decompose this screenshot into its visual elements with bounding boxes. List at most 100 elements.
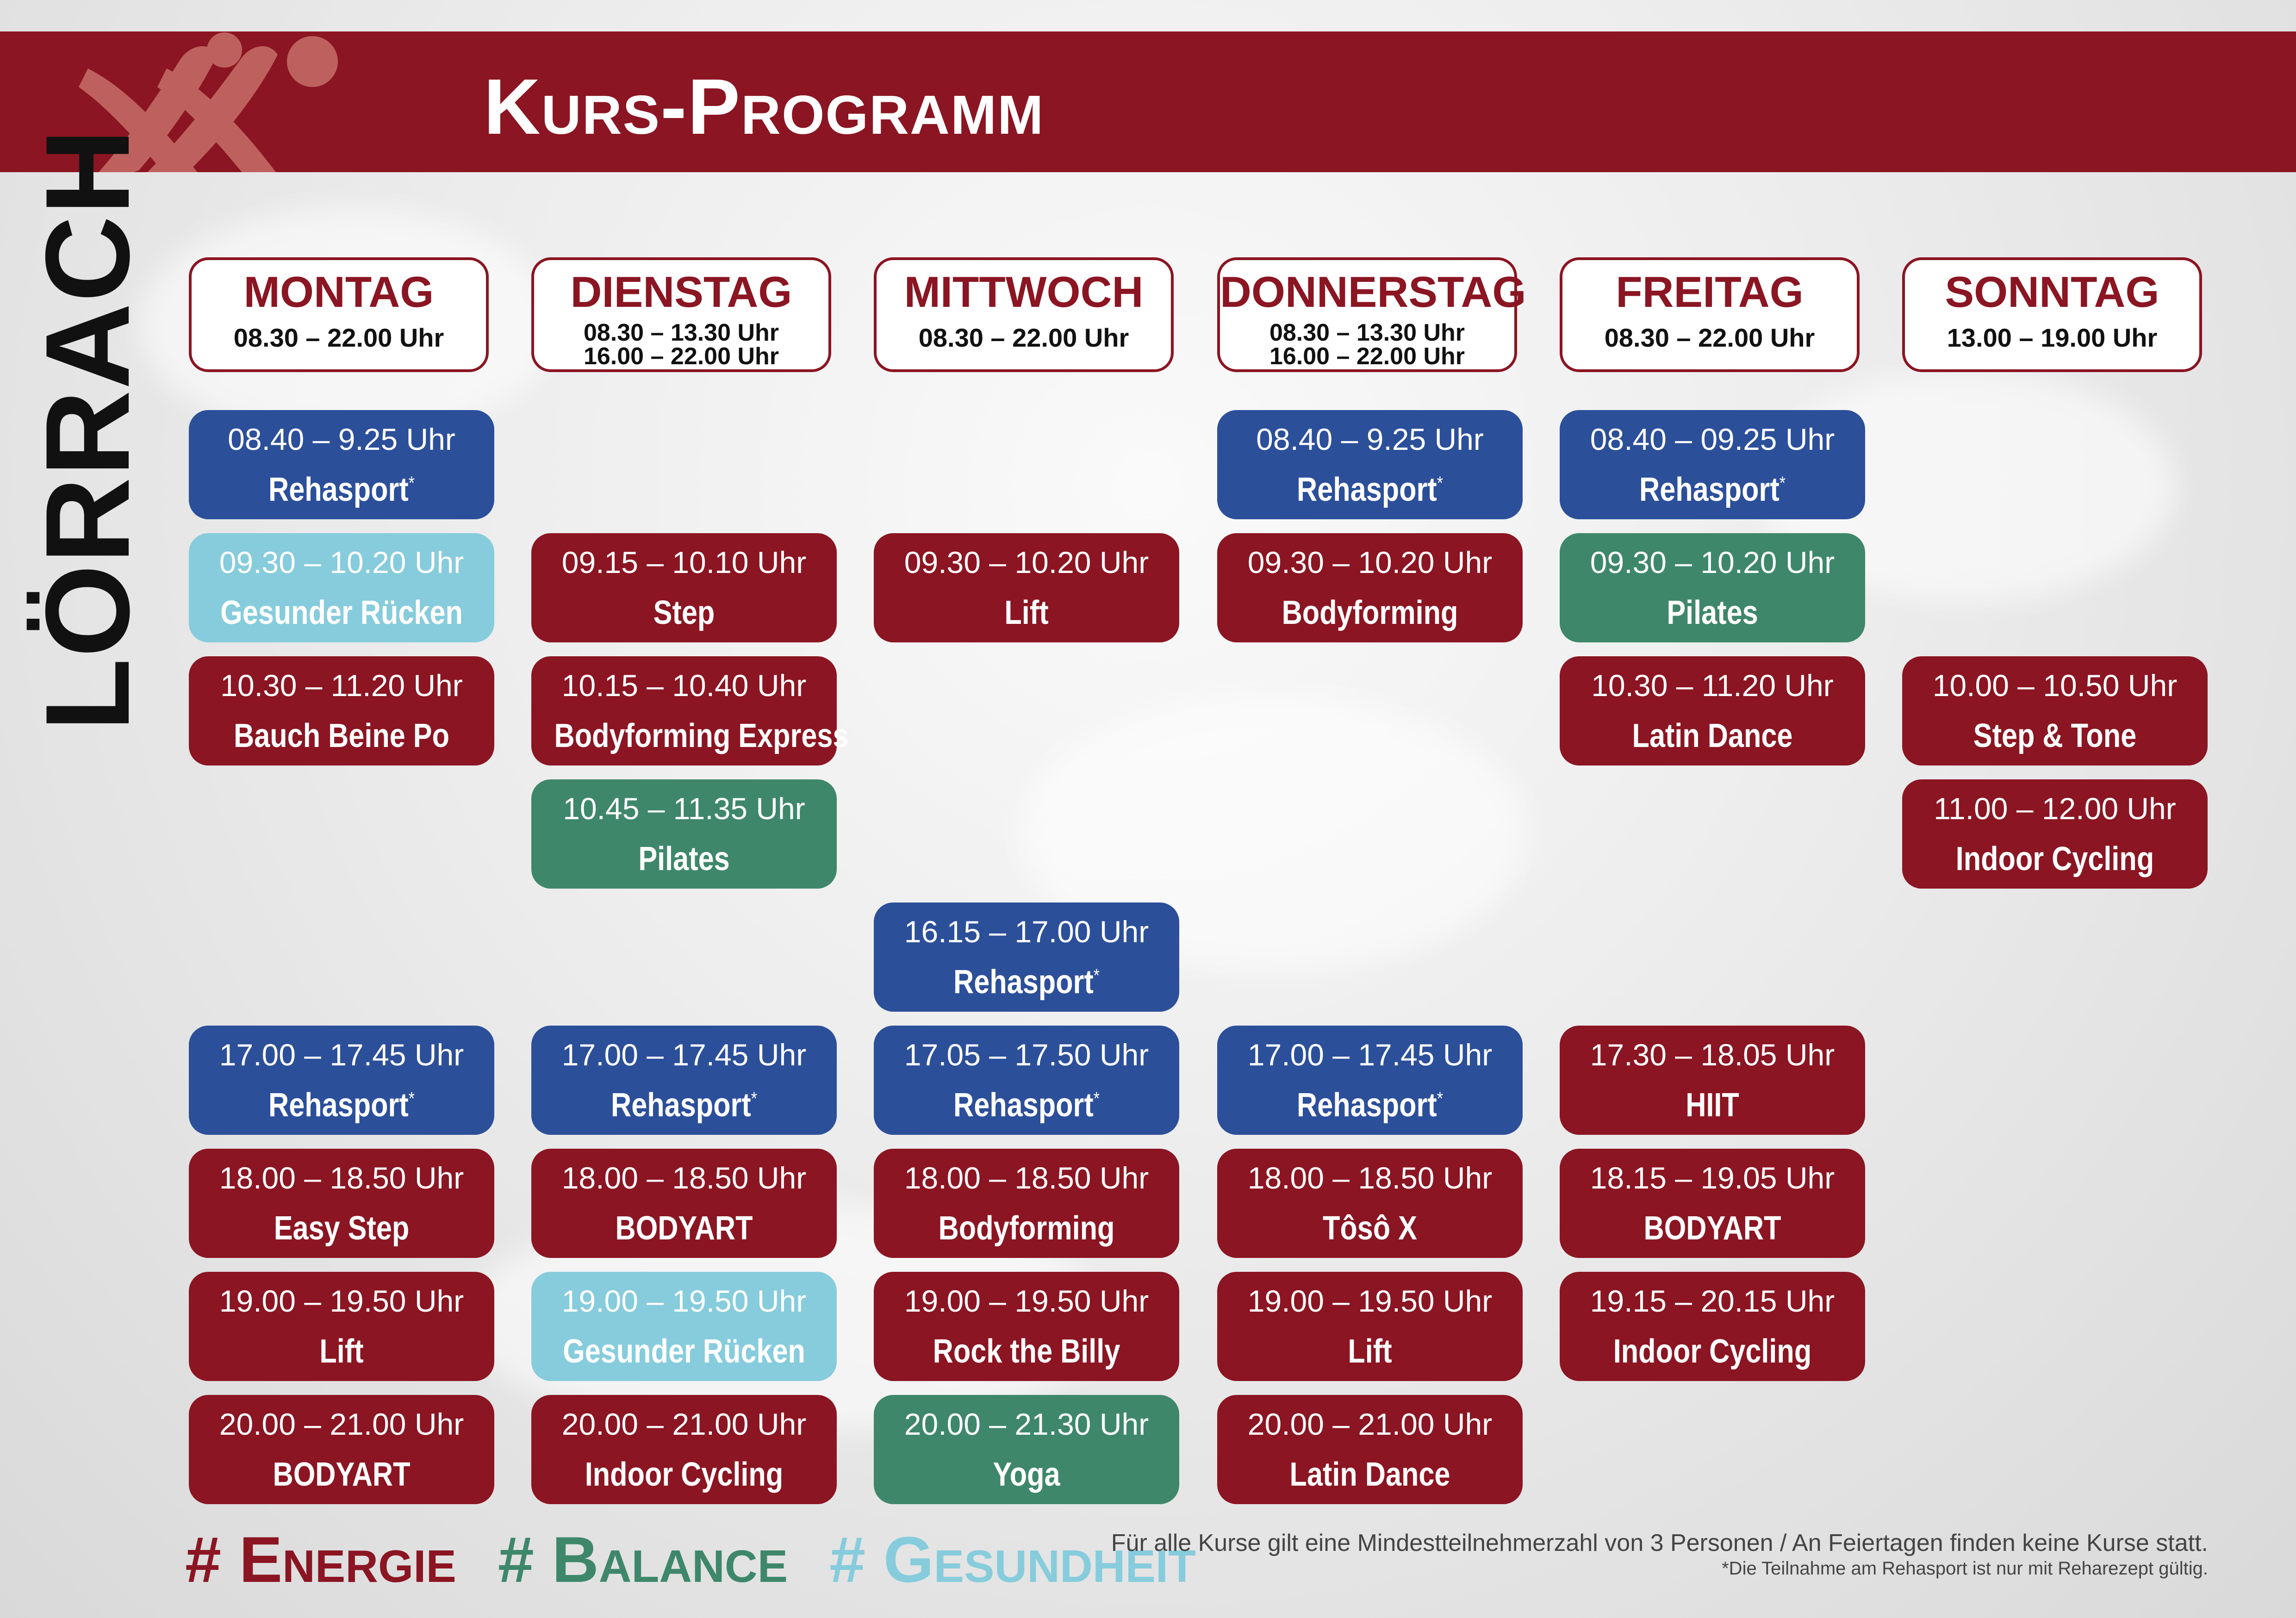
opening-hours-line: 08.30 – 22.00 Uhr <box>918 323 1129 352</box>
course-time: 10.00 – 10.50 Uhr <box>1932 668 2178 703</box>
course-name: Easy Step <box>274 1210 410 1247</box>
opening-hours: 08.30 – 22.00 Uhr <box>1562 325 1857 351</box>
opening-hours-line: 08.30 – 22.00 Uhr <box>1604 323 1815 352</box>
title-banner: Kurs-Programm <box>0 31 2296 172</box>
course-time: 08.40 – 9.25 Uhr <box>228 422 455 456</box>
hashtag-energie: # Energie <box>185 1523 456 1596</box>
opening-hours: 13.00 – 19.00 Uhr <box>1905 325 2199 351</box>
course-name: Rehasport <box>268 471 409 508</box>
day-header: FREITAG 08.30 – 22.00 Uhr <box>1560 257 1860 372</box>
course-name-wrap: Indoor Cycling <box>1925 842 2185 876</box>
course-time: 09.30 – 10.20 Uhr <box>904 545 1149 579</box>
course-name: Tôsô X <box>1322 1210 1417 1247</box>
opening-hours-line: 08.30 – 22.00 Uhr <box>233 323 444 352</box>
course-time: 08.40 – 09.25 Uhr <box>1590 422 1835 456</box>
course-time: 20.00 – 21.30 Uhr <box>904 1407 1149 1441</box>
course-name: Latin Dance <box>1632 717 1793 754</box>
course-name: Pilates <box>1667 594 1758 631</box>
course-time: 16.15 – 17.00 Uhr <box>904 915 1149 949</box>
course-time: 18.00 – 18.50 Uhr <box>219 1161 464 1195</box>
course-name: Gesunder Rücken <box>220 594 463 631</box>
course-time: 08.40 – 9.25 Uhr <box>1256 422 1484 456</box>
course-name: Indoor Cycling <box>585 1456 784 1493</box>
course-time: 19.00 – 19.50 Uhr <box>904 1284 1149 1318</box>
course-name-wrap: Latin Dance <box>1583 719 1842 753</box>
course-name-wrap: Rehasport* <box>212 1089 472 1122</box>
course-name: Step & Tone <box>1973 717 2137 754</box>
course-time: 09.30 – 10.20 Uhr <box>219 545 464 579</box>
course-time: 18.00 – 18.50 Uhr <box>904 1161 1149 1195</box>
course-time: 20.00 – 21.00 Uhr <box>1247 1407 1493 1441</box>
course-name-wrap: Gesunder Rücken <box>212 596 472 629</box>
footnote-marker: * <box>751 1089 757 1109</box>
course-name: Indoor Cycling <box>1613 1333 1812 1370</box>
course-time: 19.00 – 19.50 Uhr <box>219 1284 464 1318</box>
course-time: 19.00 – 19.50 Uhr <box>561 1284 807 1318</box>
course-name-wrap: Pilates <box>554 842 814 876</box>
course-time: 20.00 – 21.00 Uhr <box>219 1407 464 1441</box>
footnote-marker: * <box>1779 473 1786 493</box>
course-name: BODYART <box>615 1210 753 1247</box>
course-name: Rehasport <box>1297 471 1437 508</box>
day-name: MITTWOCH <box>904 268 1144 316</box>
opening-hours-line: 16.00 – 22.00 Uhr <box>583 342 779 370</box>
footnote-marker: * <box>1093 965 1100 986</box>
location-label: LÖRRACH <box>20 128 154 731</box>
course-time: 17.30 – 18.05 Uhr <box>1590 1038 1835 1072</box>
course-name-wrap: Latin Dance <box>1240 1458 1500 1491</box>
footnote-marker: * <box>408 473 415 493</box>
course-name: Gesunder Rücken <box>563 1333 805 1370</box>
course-name: Bodyforming Express <box>554 717 849 754</box>
course-name-wrap: Rehasport* <box>1240 473 1500 506</box>
course-name-wrap: Lift <box>1240 1335 1500 1368</box>
course-name-wrap: BODYART <box>1583 1212 1842 1245</box>
day-name: FREITAG <box>1616 268 1804 316</box>
course-name: Latin Dance <box>1289 1456 1450 1493</box>
course-time: 17.05 – 17.50 Uhr <box>904 1038 1149 1072</box>
course-time: 10.15 – 10.40 Uhr <box>561 668 807 703</box>
opening-hours-line: 08.30 – 13.30 Uhr <box>583 319 779 346</box>
course-name-wrap: HIIT <box>1583 1089 1842 1122</box>
course-time: 11.00 – 12.00 Uhr <box>1934 791 2176 826</box>
course-name-wrap: Yoga <box>897 1458 1157 1491</box>
course-name-wrap: Step & Tone <box>1925 719 2185 753</box>
opening-hours-line: 16.00 – 22.00 Uhr <box>1269 342 1465 370</box>
course-name-wrap: Bodyforming <box>897 1212 1157 1245</box>
course-name-wrap: BODYART <box>554 1212 814 1245</box>
course-name: Rock the Billy <box>933 1333 1120 1370</box>
course-name-wrap: Step <box>554 596 814 629</box>
course-name: Bodyforming <box>1282 594 1458 631</box>
course-name: Rehasport <box>953 964 1094 1001</box>
opening-hours-line: 13.00 – 19.00 Uhr <box>1947 323 2158 352</box>
opening-hours: 08.30 – 22.00 Uhr <box>877 325 1171 351</box>
course-time: 10.45 – 11.35 Uhr <box>563 791 805 826</box>
day-name: MONTAG <box>243 268 434 316</box>
course-name-wrap: Bauch Beine Po <box>212 719 472 753</box>
course-time: 09.30 – 10.20 Uhr <box>1590 545 1835 579</box>
course-name: Lift <box>1348 1333 1392 1370</box>
page-title: Kurs-Programm <box>484 63 1045 151</box>
